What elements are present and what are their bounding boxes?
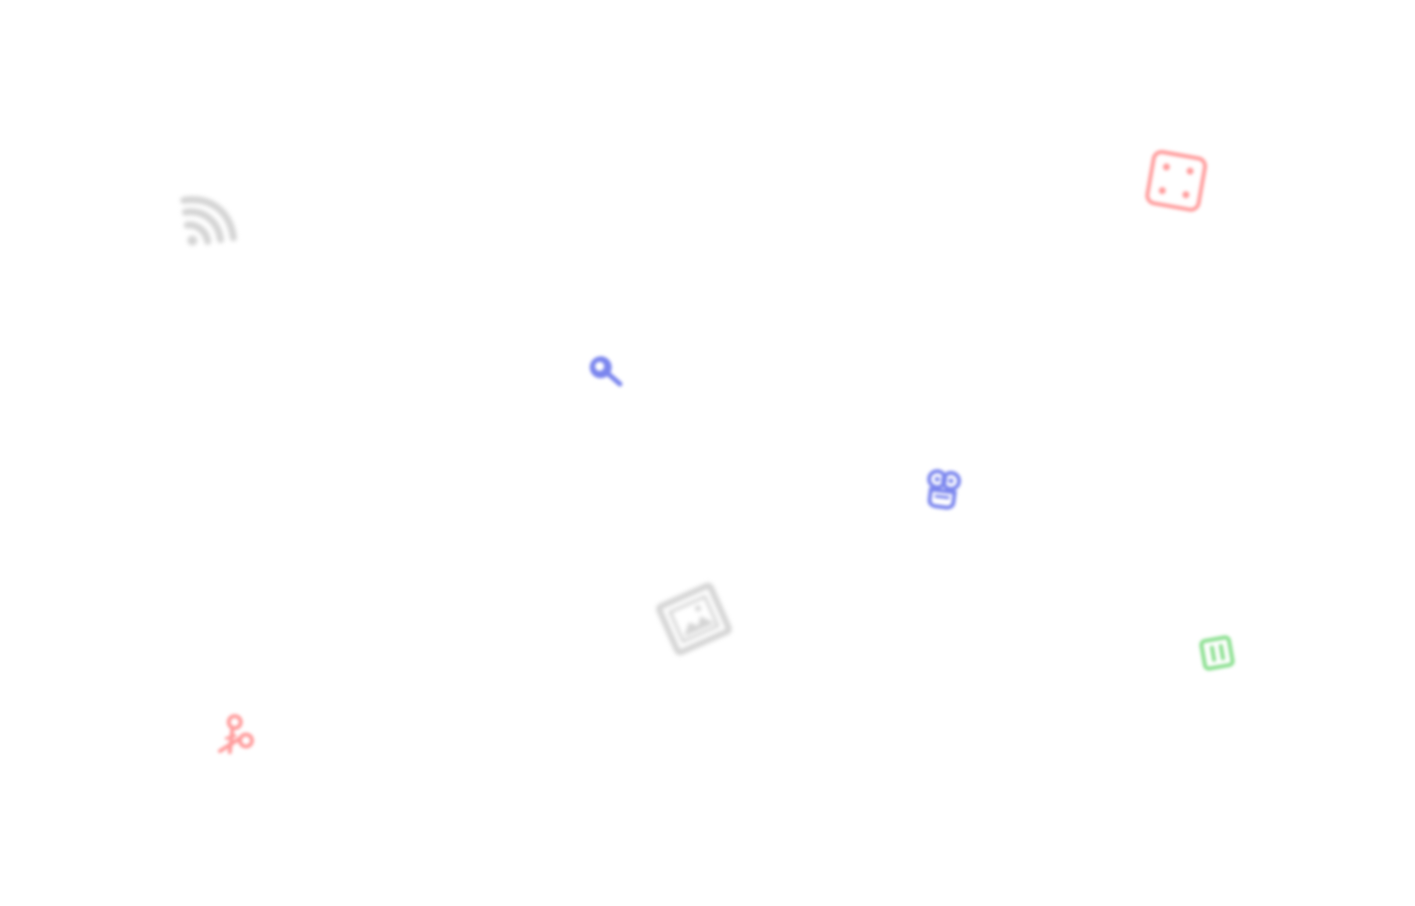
robot-icon — [921, 466, 965, 512]
pause-icon — [1195, 632, 1239, 674]
image-icon — [653, 581, 735, 657]
rss-icon — [176, 190, 242, 254]
search-icon — [584, 350, 626, 392]
scissors-icon — [208, 711, 260, 761]
dice-icon — [1140, 145, 1214, 219]
